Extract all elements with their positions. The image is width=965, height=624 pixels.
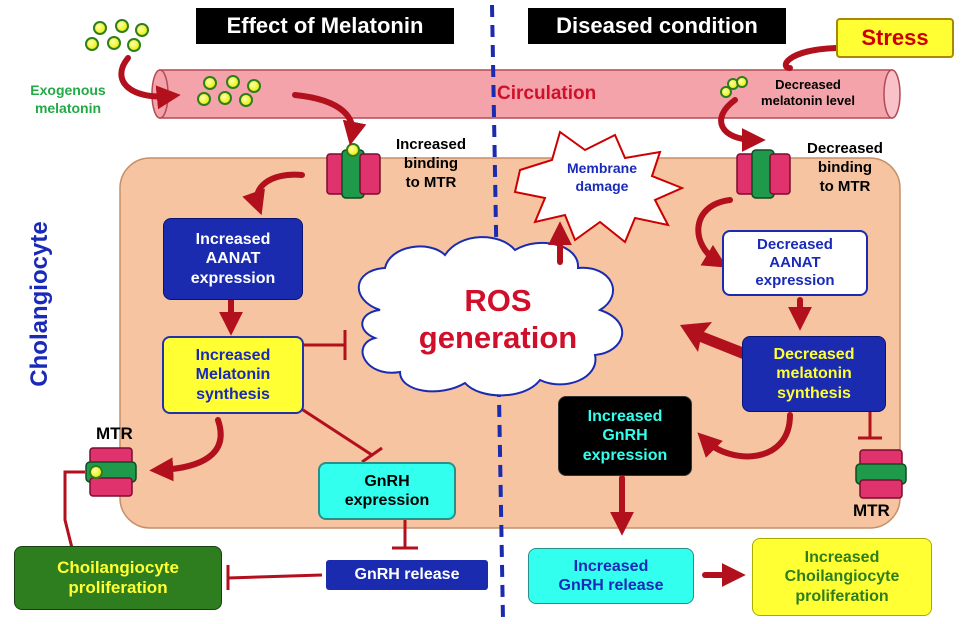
header-left-text: Effect of Melatonin [226,13,424,38]
left-binding-line-1: Increased [395,136,467,153]
membrane-line-2: damage [575,177,629,194]
membrane-line-1: Membrane [566,160,638,176]
left-binding-line-2: binding [403,154,459,172]
right-aanat-line-2: AANAT [769,254,821,271]
right-release-line-1: Increased [573,557,649,575]
inhibit-gnrh-release [392,520,418,550]
left-gnrh-release-box: GnRH release [326,560,488,590]
circulation-vessel [151,69,901,119]
inhibit-synthesis-mtr-right [858,412,882,440]
arrow-synthesis-to-gnrh-expression [697,412,793,460]
inhibit-synthesis-gnrh [299,406,383,464]
right-prolif-line-3: proliferation [795,587,889,605]
right-melatonin-synthesis-box: Decreased melatonin synthesis [742,336,886,412]
left-synth-line-2: Melatonin [195,366,271,384]
right-aanat-line-3: expression [755,272,835,289]
left-proliferation-box: Choilangiocyte proliferation [14,546,222,610]
left-synth-line-1: Increased [195,347,271,365]
arrow-decreased-to-receptor [718,97,766,152]
inhibit-release-prolif [226,565,323,590]
left-gnrh-line-1: GnRH [364,472,410,490]
right-release-line-2: GnRH release [558,577,664,594]
left-aanat-box: Increased AANAT expression [163,218,303,300]
inhibit-mtr-prolif [60,470,85,550]
decreased-level-line-1: Decreased [775,77,841,92]
left-binding-line-3: to MTR [405,173,457,191]
mtr-left-label: MTR [96,423,146,444]
left-aanat-line-2: AANAT [205,250,261,268]
right-synth-line-3: synthesis [777,384,851,402]
left-gnrh-release-text: GnRH release [354,566,460,584]
mtr-right-text: MTR [853,501,890,520]
right-gnrh-line-3: expression [582,446,668,464]
arrow-exogenous-to-circulation [118,55,181,110]
right-binding-label: Decreased binding to MTR [790,140,900,196]
arrow-stress-to-circulation [782,45,839,71]
right-binding-line-1: Decreased [807,140,883,157]
right-synth-line-1: Decreased [773,346,855,364]
right-gnrh-line-2: GnRH [602,427,648,445]
left-synth-line-3: synthesis [196,385,270,403]
arrow-receptor-to-decreased-aanat [695,197,733,268]
left-prolif-line-2: proliferation [68,578,168,597]
mtr-receptor-right [855,449,907,499]
ros-cloud [357,236,623,397]
right-gnrh-release-box: Increased GnRH release [528,548,694,604]
mtr-receptor-top-right [736,149,791,199]
left-aanat-line-1: Increased [195,231,271,249]
left-melatonin-synthesis-box: Increased Melatonin synthesis [162,336,304,414]
exogenous-melatonin-label: Exogenous melatonin [8,82,128,117]
arrow-receptor-to-aanat [242,171,305,216]
right-aanat-box: Decreased AANAT expression [722,230,868,296]
inhibit-synthesis-ros [302,330,347,360]
membrane-damage-burst [513,130,685,244]
melatonin-dots-exogenous [85,19,149,52]
left-prolif-line-1: Choilangiocyte [57,557,179,577]
right-binding-line-2: binding [817,158,873,176]
right-prolif-line-1: Increased [804,549,880,567]
header-diseased-condition: Diseased condition [528,8,786,44]
right-proliferation-box: Increased Choilangiocyte proliferation [752,538,932,616]
mtr-receptor-left [85,447,137,497]
ros-line-1: ROS [464,283,532,318]
stress-badge: Stress [836,18,954,58]
mtr-receptor-top-left [326,143,381,199]
melatonin-dots-decreased [720,76,748,98]
decreased-melatonin-level-label: Decreased melatonin level [742,77,874,110]
left-binding-label: Increased binding to MTR [376,136,486,192]
cholangiocyte-text: Cholangiocyte [26,221,53,387]
right-gnrh-line-1: Increased [587,408,663,426]
arrow-synthesis-to-mtr [149,417,224,482]
melatonin-dots-circulation [197,75,261,107]
right-binding-line-3: to MTR [819,177,871,195]
header-effect-of-melatonin: Effect of Melatonin [196,8,454,44]
left-aanat-line-3: expression [190,269,276,287]
cholangiocyte-label: Cholangiocyte [20,221,56,386]
arrow-synthesis-to-ros [680,322,750,360]
right-gnrh-expression-box: Increased GnRH expression [558,396,692,476]
decreased-level-line-2: melatonin level [761,93,855,109]
header-right-text: Diseased condition [556,13,758,38]
ros-line-2: generation [418,320,578,356]
stress-text: Stress [861,24,929,50]
right-synth-line-2: melatonin [776,365,852,383]
mtr-left-text: MTR [96,424,133,443]
mtr-right-label: MTR [853,500,903,521]
circulation-label: Circulation [497,82,637,106]
ros-label: ROS generation [398,282,598,356]
circulation-text: Circulation [497,83,597,104]
exogenous-line-1: Exogenous [30,82,106,98]
right-prolif-line-2: Choilangiocyte [784,568,900,586]
exogenous-line-2: melatonin [34,99,102,116]
arrow-circulation-to-receptor [292,92,367,146]
left-gnrh-expression-box: GnRH expression [318,462,456,520]
arrows [118,45,839,587]
inhibition-lines [60,330,882,590]
right-aanat-line-1: Decreased [757,236,833,253]
membrane-damage-label: Membrane damage [556,160,648,195]
left-gnrh-line-2: expression [344,492,430,509]
